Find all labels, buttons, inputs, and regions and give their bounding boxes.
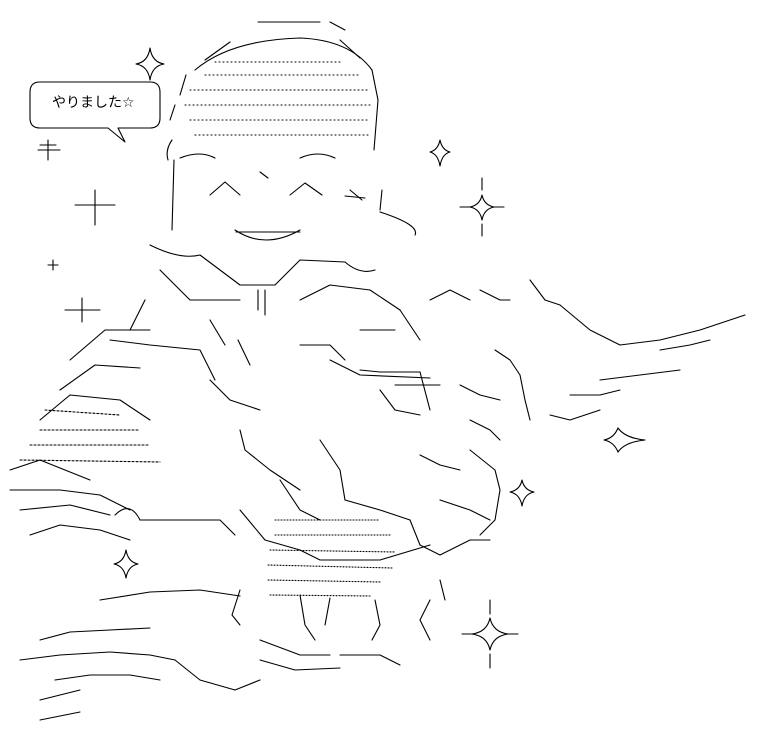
sparkle-bottom-right xyxy=(461,599,519,669)
hair-shading xyxy=(184,61,373,136)
sparkle-right-2 xyxy=(603,427,646,453)
torso xyxy=(129,299,441,386)
sparkle-bottom-left xyxy=(113,549,139,579)
speech-bubble-text: やりました☆ xyxy=(52,95,135,111)
head-outline xyxy=(166,21,417,236)
sparkle-top-right xyxy=(429,139,451,167)
sparkle-top-center xyxy=(135,47,165,81)
ground-left xyxy=(19,589,261,721)
face xyxy=(179,153,366,241)
right-object xyxy=(419,279,746,641)
arms xyxy=(39,329,431,421)
left-folds xyxy=(19,409,161,463)
ribbon xyxy=(9,459,236,541)
skirt xyxy=(239,429,431,561)
skirt-shading xyxy=(267,519,396,597)
collar xyxy=(149,244,401,316)
legs xyxy=(231,589,401,671)
sparkle-right-1 xyxy=(459,177,505,237)
sparkle-right-3 xyxy=(509,479,535,507)
speech-bubble-outline xyxy=(29,81,161,143)
sparkle-left-cross xyxy=(37,139,116,323)
